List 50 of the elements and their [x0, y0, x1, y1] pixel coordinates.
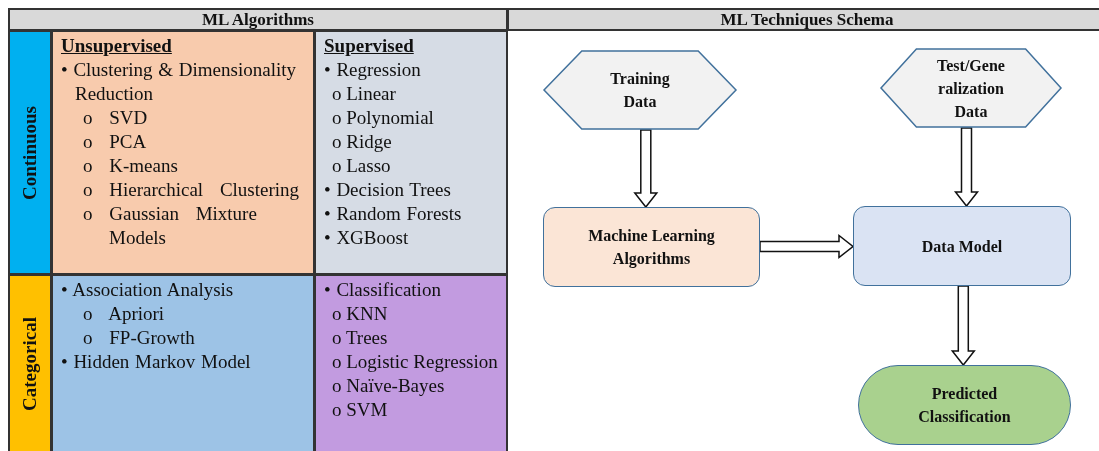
list-item: o FP-Growth — [83, 326, 196, 350]
hexagon-shape — [880, 48, 1062, 128]
hexagon-shape — [543, 50, 737, 130]
list-item: • Classification — [324, 278, 442, 302]
node-label: Machine Learning Algorithms — [587, 226, 716, 270]
list-item: o Apriori — [83, 302, 166, 326]
table-cell — [314, 274, 508, 451]
category-band — [8, 274, 52, 451]
node-label: Predicted Classification — [917, 384, 1012, 427]
list-item: o Gaussian Mixture Models — [83, 202, 258, 250]
table-cell — [314, 30, 508, 275]
list-item: o PCA — [83, 130, 148, 154]
header-title: ML Techniques Schema — [720, 9, 894, 30]
list-item: o SVM — [332, 398, 389, 422]
table-cell — [51, 30, 315, 275]
list-item: • Regression — [324, 58, 422, 82]
block-arrow — [759, 233, 855, 260]
process-box — [853, 206, 1071, 286]
row-label: Categorical — [19, 317, 41, 411]
column-heading: Supervised — [324, 34, 415, 58]
column-heading: Unsupervised — [61, 34, 173, 58]
list-item: • Random Forests — [324, 202, 463, 226]
node-label: Training Data — [609, 69, 671, 112]
row-label: Continuous — [19, 105, 41, 200]
table-cell — [51, 274, 315, 451]
list-item: o SVD — [83, 106, 149, 130]
list-item: o Polynomial — [332, 106, 435, 130]
list-item: o KNN — [332, 302, 389, 326]
list-item: • Decision Trees — [324, 178, 452, 202]
list-item: • Hidden Markov Model — [61, 350, 252, 374]
block-arrow — [950, 285, 976, 367]
header-title: ML Algorithms — [202, 9, 314, 30]
list-item: o Lasso — [332, 154, 392, 178]
list-item: • XGBoost — [324, 226, 410, 250]
list-item: o Ridge — [332, 130, 393, 154]
block-arrow — [633, 129, 659, 209]
list-item: o K-means — [83, 154, 179, 178]
node-label: Test/Gene ralization Data — [936, 55, 1006, 122]
list-item: o Hierarchical Clustering — [83, 178, 301, 202]
category-band — [8, 30, 52, 275]
list-item: • Association Analysis — [61, 278, 235, 302]
list-item: o Linear — [332, 82, 397, 106]
list-item: o Trees — [332, 326, 389, 350]
list-item: o Naïve-Bayes — [332, 374, 446, 398]
process-box — [543, 207, 760, 287]
list-item: o Logistic Regression — [332, 350, 499, 374]
block-arrow — [953, 127, 980, 208]
header-band — [507, 8, 1099, 31]
header-band — [8, 8, 508, 31]
node-label: Data Model — [920, 236, 1004, 257]
